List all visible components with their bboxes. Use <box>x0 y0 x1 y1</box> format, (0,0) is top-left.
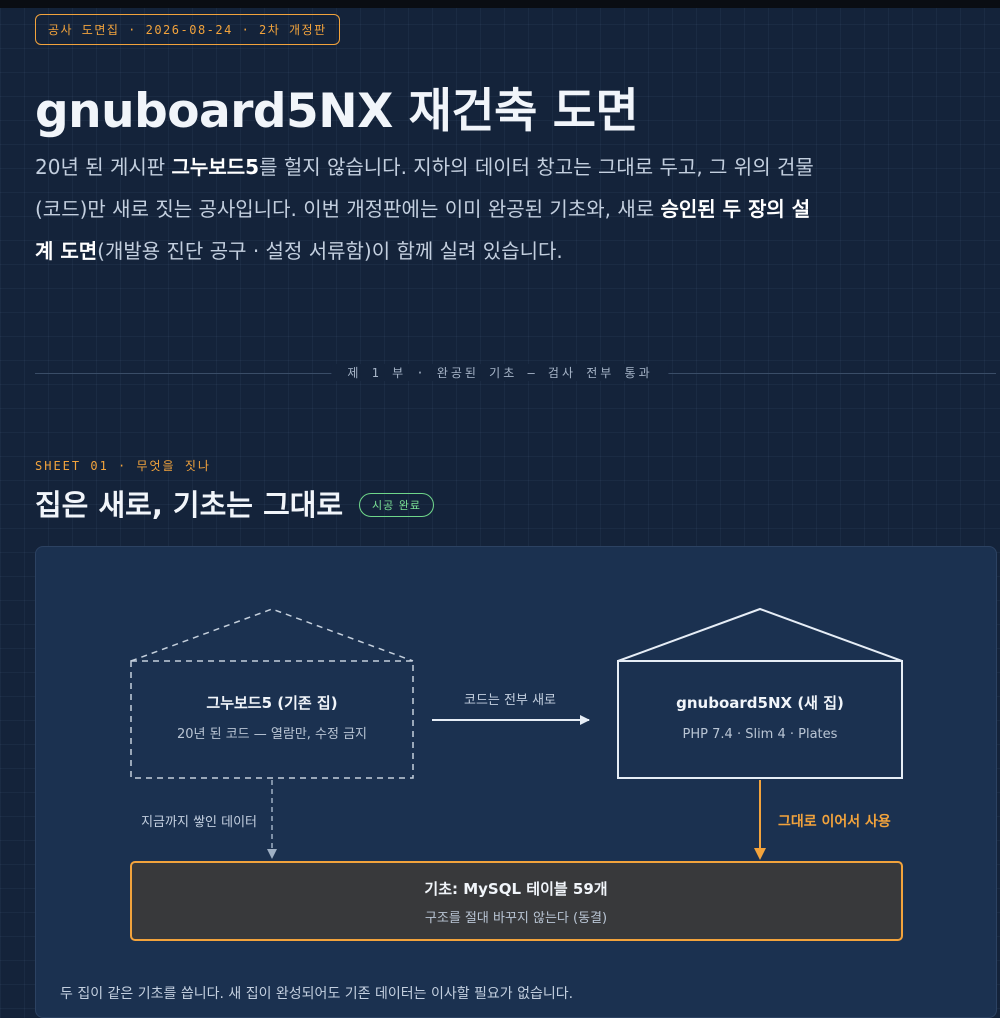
status-badge: 시공 완료 <box>359 493 434 517</box>
revision-badge: 공사 도면집 · 2026-08-24 · 2차 개정판 <box>35 14 340 45</box>
new-house-box <box>617 660 903 779</box>
part-divider-label: 제 1 부 · 완공된 기초 — 검사 전부 통과 <box>331 364 669 381</box>
foundation-subtitle: 구조를 절대 바꾸지 않는다 (동결) <box>425 911 607 926</box>
lead-paragraph: 20년 된 게시판 그누보드5를 헐지 않습니다. 지하의 데이터 창고는 그대… <box>35 146 825 272</box>
new-house-title: gnuboard5NX (새 집) <box>676 694 844 712</box>
data-arrow-label: 지금까지 쌓인 데이터 <box>141 815 257 830</box>
reuse-arrow-label: 그대로 이어서 사용 <box>778 813 891 830</box>
lead-text-1: 20년 된 게시판 <box>35 155 172 179</box>
diagram-caption: 두 집이 같은 기초를 씁니다. 새 집이 완성되어도 기존 데이터는 이사할 … <box>60 986 574 1002</box>
old-house-subtitle: 20년 된 코드 — 열람만, 수정 금지 <box>177 727 367 742</box>
lead-bold-2: 승인된 두 장의 설계 도면 <box>35 197 811 263</box>
foundation-title: 기초: MySQL 테이블 59개 <box>424 880 607 898</box>
lead-text-2: 를 헐지 않습니다. 지하의 데이터 창고는 그대로 두고, 그 위의 건물(코… <box>35 155 814 221</box>
new-house-subtitle: PHP 7.4 · Slim 4 · Plates <box>683 727 838 742</box>
foundation: 기초: MySQL 테이블 59개 구조를 절대 바꾸지 않는다 (동결) <box>130 861 903 941</box>
reuse-arrow: 그대로 이어서 사용 <box>754 780 891 860</box>
data-arrow: 지금까지 쌓인 데이터 <box>141 780 277 859</box>
code-arrow-label: 코드는 전부 새로 <box>464 693 556 708</box>
foundation-box <box>130 861 903 941</box>
sheet-label: SHEET 01 · 무엇을 짓나 <box>35 459 211 473</box>
old-house-title: 그누보드5 (기존 집) <box>206 694 337 712</box>
code-arrow: 코드는 전부 새로 <box>432 693 590 725</box>
lead-text-3: (개발용 진단 공구 · 설정 서류함)이 함께 실려 있습니다. <box>97 239 563 263</box>
old-house-roof <box>130 608 414 662</box>
page-title: gnuboard5NX 재건축 도면 <box>35 84 639 139</box>
top-bar <box>0 0 1000 8</box>
section-title: 집은 새로, 기초는 그대로 <box>35 488 344 522</box>
old-house: 그누보드5 (기존 집) 20년 된 코드 — 열람만, 수정 금지 <box>130 608 414 779</box>
old-house-box <box>130 660 414 779</box>
new-house-roof <box>617 607 903 662</box>
new-house: gnuboard5NX (새 집) PHP 7.4 · Slim 4 · Pla… <box>617 607 903 779</box>
lead-bold-1: 그누보드5 <box>171 155 260 179</box>
